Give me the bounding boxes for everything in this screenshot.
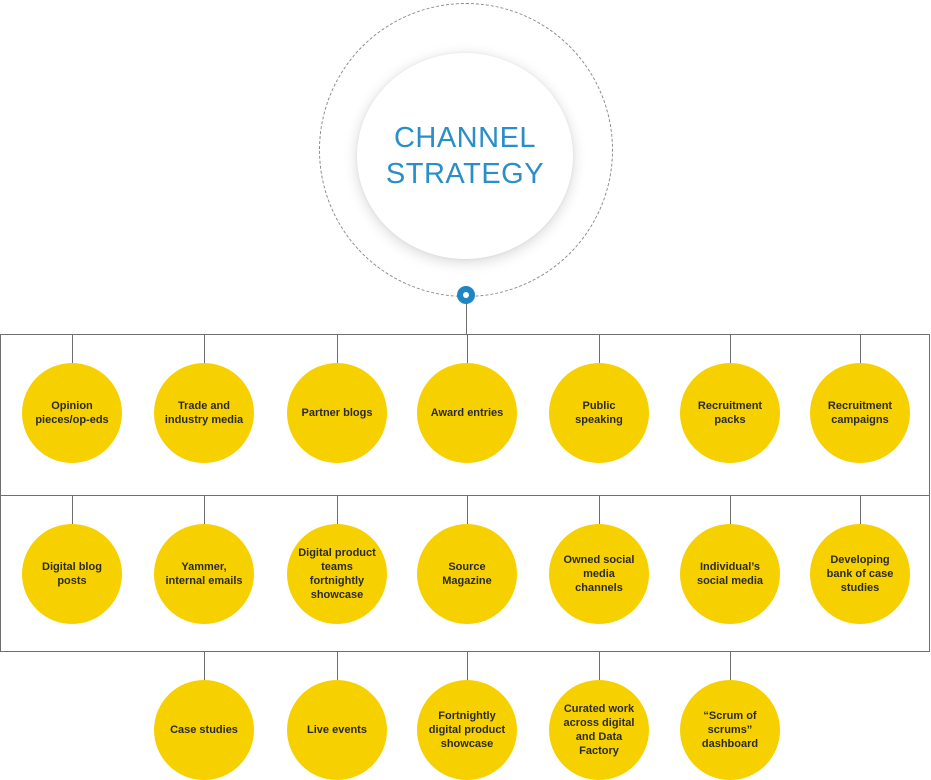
node-connector-2-1 bbox=[72, 495, 73, 524]
row-2-top-line bbox=[0, 495, 930, 496]
node-connector-2-4 bbox=[467, 495, 468, 524]
channel-node: Partner blogs bbox=[287, 363, 387, 463]
channel-node: Fortnightly digital product showcase bbox=[417, 680, 517, 780]
channel-node-label: Opinion pieces/op-eds bbox=[35, 400, 109, 426]
channel-node-label: Recruitment packs bbox=[697, 400, 763, 426]
row-1-top-line bbox=[0, 334, 930, 335]
channel-node-label: Owned social media channels bbox=[563, 554, 635, 594]
channel-node-label: Digital blog posts bbox=[42, 561, 102, 587]
node-connector-1-5 bbox=[599, 334, 600, 363]
hub-anchor-dot bbox=[463, 292, 469, 298]
node-connector-1-4 bbox=[467, 334, 468, 363]
node-connector-3-4 bbox=[599, 651, 600, 680]
node-connector-1-3 bbox=[337, 334, 338, 363]
node-connector-3-1 bbox=[204, 651, 205, 680]
channel-node: Recruitment packs bbox=[680, 363, 780, 463]
row-2-right-line bbox=[929, 495, 930, 651]
channel-node: Owned social media channels bbox=[549, 524, 649, 624]
channel-node-label: Partner blogs bbox=[301, 407, 373, 419]
channel-node: Recruitment campaigns bbox=[810, 363, 910, 463]
channel-node-label: Source Magazine bbox=[442, 561, 492, 587]
row-2-left-line bbox=[0, 495, 1, 651]
node-connector-2-5 bbox=[599, 495, 600, 524]
node-connector-1-1 bbox=[72, 334, 73, 363]
channel-node: Live events bbox=[287, 680, 387, 780]
channel-node: Case studies bbox=[154, 680, 254, 780]
channel-node: “Scrum of scrums” dashboard bbox=[680, 680, 780, 780]
channel-node-label: Trade and industry media bbox=[164, 400, 244, 426]
channel-node: Digital product teams fortnightly showca… bbox=[287, 524, 387, 624]
node-connector-2-6 bbox=[730, 495, 731, 524]
channel-node-label: Award entries bbox=[430, 407, 504, 419]
channel-node: Public speaking bbox=[549, 363, 649, 463]
node-connector-2-3 bbox=[337, 495, 338, 524]
row-1-left-line bbox=[0, 334, 1, 495]
node-connector-1-2 bbox=[204, 334, 205, 363]
channel-node: Curated work across digital and Data Fac… bbox=[549, 680, 649, 780]
hub-title-line-2: STRATEGY bbox=[385, 158, 545, 190]
central-hub: CHANNEL STRATEGY bbox=[319, 3, 613, 297]
channel-node-label: Live events bbox=[307, 724, 367, 736]
channel-node-label: Fortnightly digital product showcase bbox=[428, 710, 506, 750]
channel-node: Digital blog posts bbox=[22, 524, 122, 624]
hub-title-circle: CHANNEL STRATEGY bbox=[357, 53, 573, 259]
hub-anchor-icon bbox=[457, 286, 475, 304]
node-connector-1-7 bbox=[860, 334, 861, 363]
channel-node: Yammer, internal emails bbox=[154, 524, 254, 624]
node-connector-3-3 bbox=[467, 651, 468, 680]
row-2-bottom-line bbox=[0, 651, 930, 652]
channel-node: Developing bank of case studies bbox=[810, 524, 910, 624]
channel-node-label: Developing bank of case studies bbox=[826, 554, 894, 594]
channel-node: Individual’s social media bbox=[680, 524, 780, 624]
row-1-right-line bbox=[929, 334, 930, 495]
node-connector-2-7 bbox=[860, 495, 861, 524]
channel-node-label: Recruitment campaigns bbox=[827, 400, 893, 426]
channel-node-label: Yammer, internal emails bbox=[165, 561, 243, 587]
channel-node-label: Digital product teams fortnightly showca… bbox=[298, 547, 376, 601]
channel-node-label: “Scrum of scrums” dashboard bbox=[701, 710, 759, 750]
hub-title-line-1: CHANNEL bbox=[393, 122, 537, 154]
channel-node-label: Case studies bbox=[170, 724, 238, 736]
node-connector-3-2 bbox=[337, 651, 338, 680]
channel-node-label: Curated work across digital and Data Fac… bbox=[563, 703, 635, 757]
channel-node: Source Magazine bbox=[417, 524, 517, 624]
channel-node: Opinion pieces/op-eds bbox=[22, 363, 122, 463]
node-connector-2-2 bbox=[204, 495, 205, 524]
hub-stem-line bbox=[466, 304, 467, 334]
channel-node-label: Public speaking bbox=[575, 400, 623, 426]
node-connector-3-5 bbox=[730, 651, 731, 680]
channel-node-label: Individual’s social media bbox=[696, 561, 764, 587]
channel-node: Trade and industry media bbox=[154, 363, 254, 463]
channel-node: Award entries bbox=[417, 363, 517, 463]
node-connector-1-6 bbox=[730, 334, 731, 363]
